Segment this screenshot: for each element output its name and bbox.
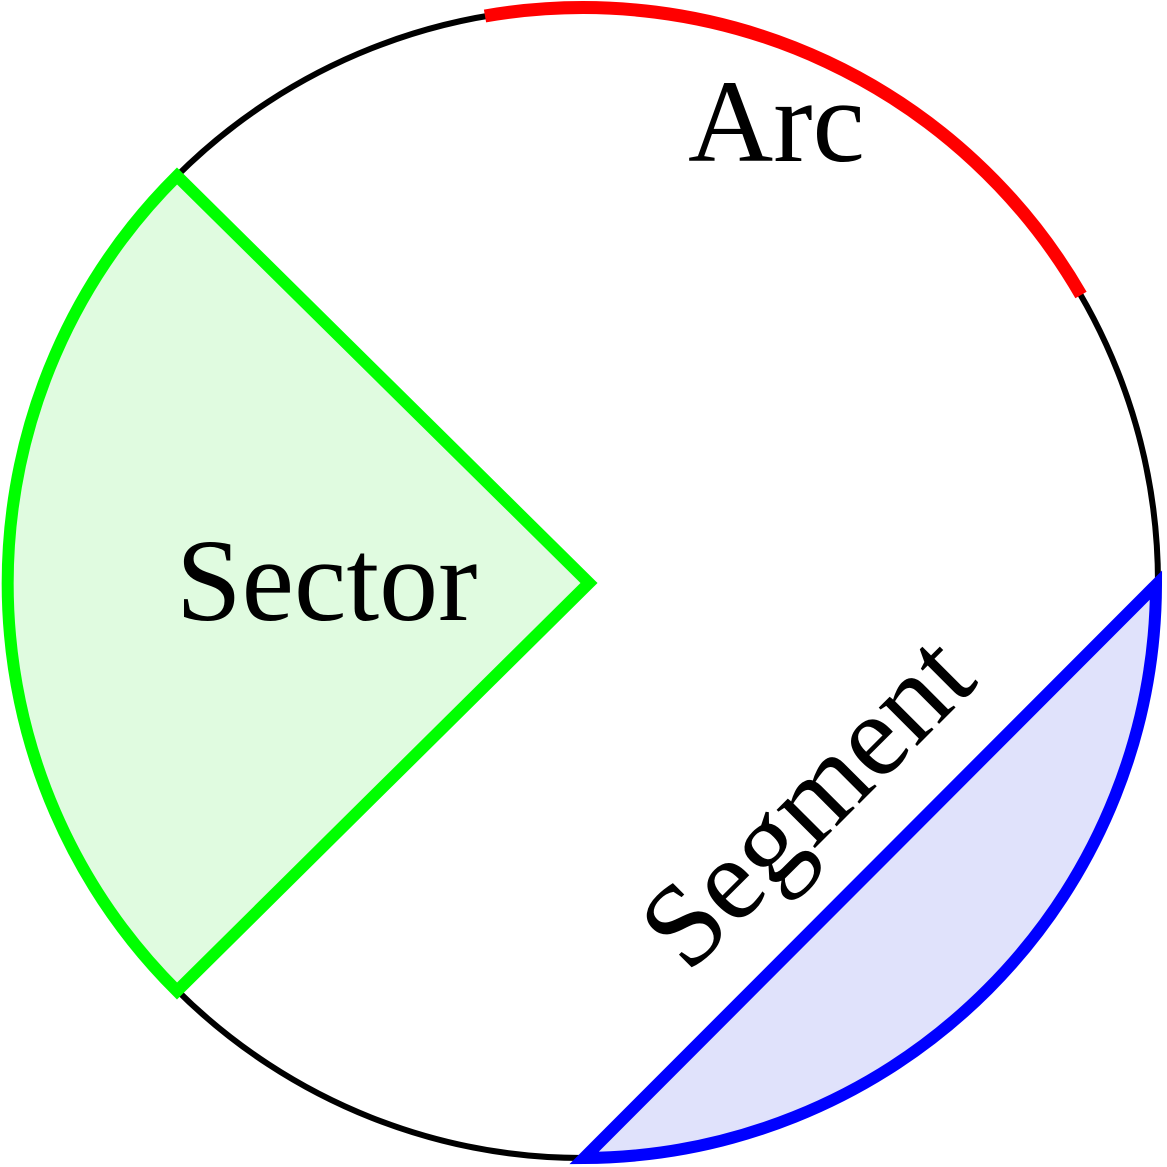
arc-label: Arc xyxy=(688,56,865,187)
arc-highlight xyxy=(483,1,1087,299)
sector-shape xyxy=(1,167,598,1000)
segment-shape xyxy=(569,570,1163,1165)
sector-label: Sector xyxy=(176,515,477,646)
